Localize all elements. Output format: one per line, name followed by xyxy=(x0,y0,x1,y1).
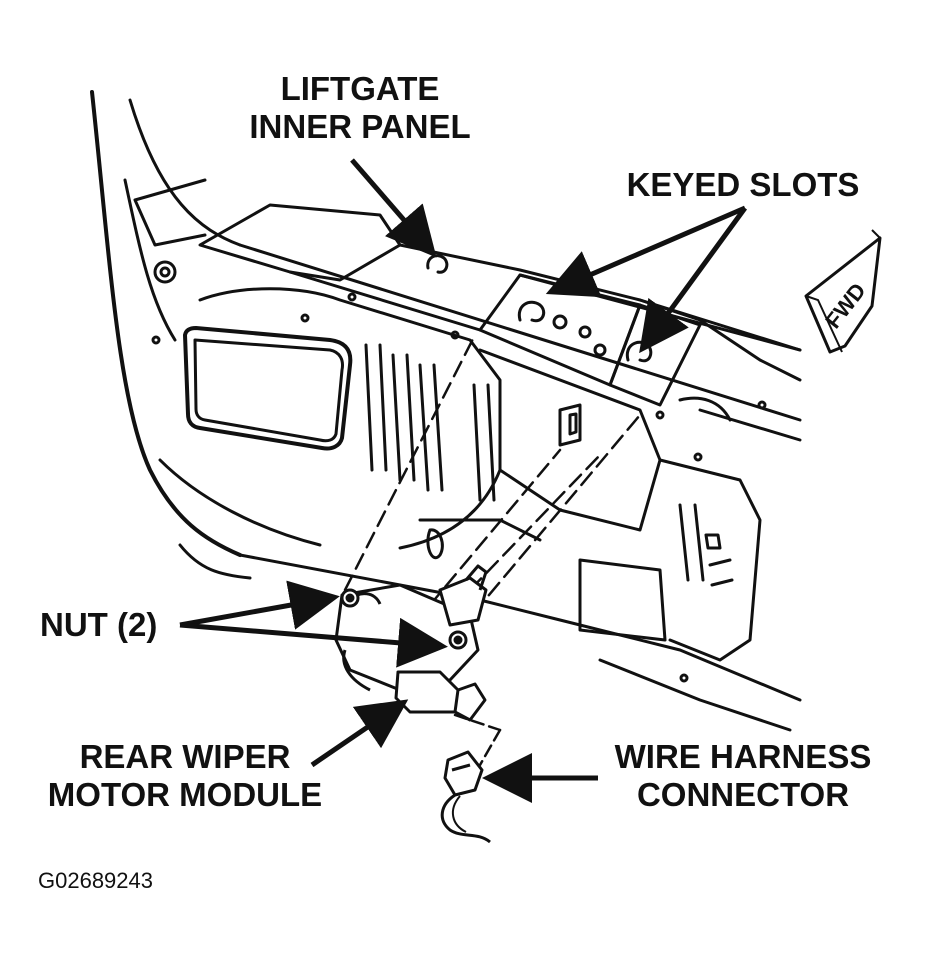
fwd-direction-indicator: FWD xyxy=(804,229,882,354)
liftgate-inner-panel-label: LIFTGATE INNER PANEL xyxy=(240,70,480,146)
rear-wiper-label-line2: MOTOR MODULE xyxy=(47,776,323,813)
rear-wiper-label-line1: REAR WIPER xyxy=(79,738,291,775)
figure-code: G02689243 xyxy=(38,868,153,893)
liftgate-panel-arrow xyxy=(350,158,437,258)
keyed-slot-arrow-left xyxy=(545,205,746,298)
nut-arrow-lower xyxy=(179,617,448,668)
nut-label: NUT (2) xyxy=(40,606,158,643)
keyed-slots-label: KEYED SLOTS xyxy=(626,166,860,203)
wiper-module-arrow xyxy=(310,699,409,768)
callout-arrows xyxy=(179,158,748,803)
liftgate-label-line2: INNER PANEL xyxy=(249,108,471,145)
nut-arrow-upper xyxy=(179,580,340,630)
wire-harness-connector-label: WIRE HARNESS CONNECTOR xyxy=(598,738,888,814)
wire-harness-label-line1: WIRE HARNESS xyxy=(614,738,872,775)
keyed-slot-arrow-right xyxy=(639,206,748,354)
rear-wiper-motor-module-label: REAR WIPER MOTOR MODULE xyxy=(30,738,340,814)
liftgate-label-line1: LIFTGATE xyxy=(280,70,440,107)
wire-harness-connector-drawing xyxy=(440,750,491,844)
wire-harness-label-line2: CONNECTOR xyxy=(636,776,850,813)
